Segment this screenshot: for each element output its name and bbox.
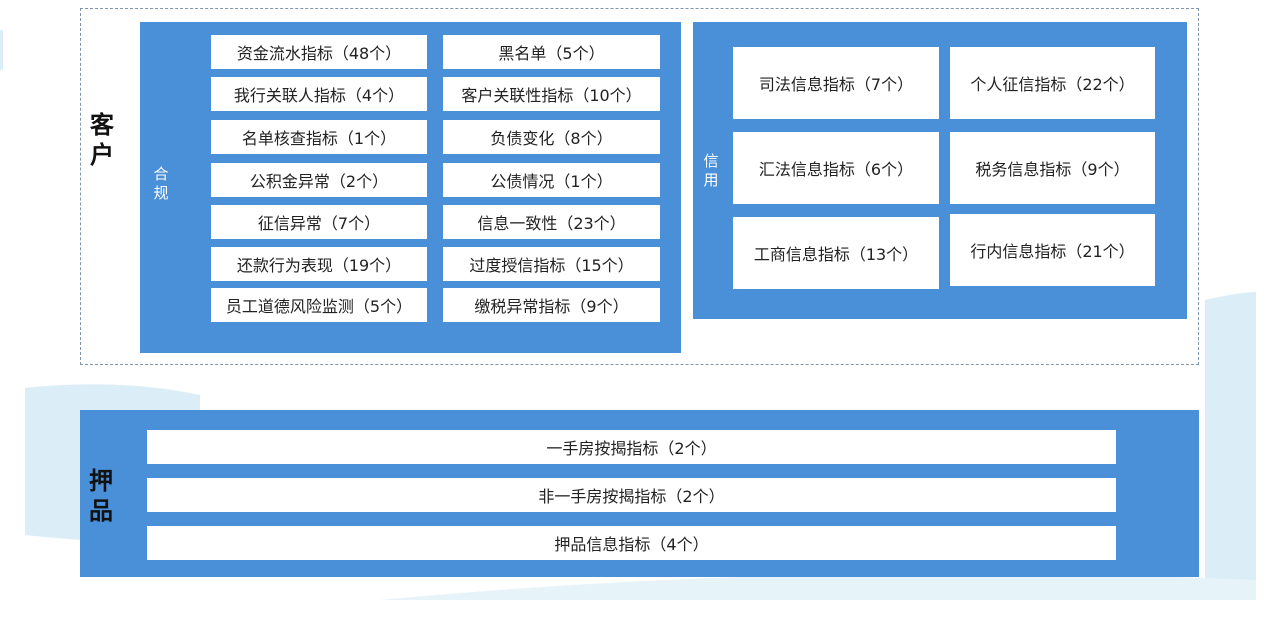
credit-item: 个人征信指标（22个） [950,47,1155,119]
compliance-item: 名单核查指标（1个） [211,120,427,154]
compliance-item: 信息一致性（23个） [443,205,660,239]
compliance-item: 公积金异常（2个） [211,163,427,197]
credit-item: 税务信息指标（9个） [950,132,1155,204]
collateral-label: 押品 [89,467,113,525]
compliance-item: 公债情况（1个） [443,163,660,197]
collateral-item: 一手房按揭指标（2个） [147,430,1116,464]
credit-item: 汇法信息指标（6个） [733,132,939,204]
customer-label: 客户 [90,111,114,169]
compliance-label: 合规 [153,165,169,202]
compliance-item: 黑名单（5个） [443,35,660,69]
credit-item: 行内信息指标（21个） [950,214,1155,286]
credit-item: 工商信息指标（13个） [733,217,939,289]
compliance-item: 资金流水指标（48个） [211,35,427,69]
left-edge-mark [0,30,3,70]
right-wave-shape [1205,292,1256,600]
credit-item: 司法信息指标（7个） [733,47,939,119]
compliance-item: 员工道德风险监测（5个） [211,288,427,322]
compliance-item: 征信异常（7个） [211,205,427,239]
compliance-item: 客户关联性指标（10个） [443,77,660,111]
compliance-item: 还款行为表现（19个） [211,247,427,281]
compliance-item: 过度授信指标（15个） [443,247,660,281]
credit-label: 信用 [703,152,719,189]
compliance-item: 我行关联人指标（4个） [211,77,427,111]
compliance-item: 负债变化（8个） [443,120,660,154]
compliance-item: 缴税异常指标（9个） [443,288,660,322]
collateral-item: 非一手房按揭指标（2个） [147,478,1116,512]
bottom-wave-shape [380,573,1256,600]
customer-group-border [80,8,1199,365]
collateral-item: 押品信息指标（4个） [147,526,1116,560]
